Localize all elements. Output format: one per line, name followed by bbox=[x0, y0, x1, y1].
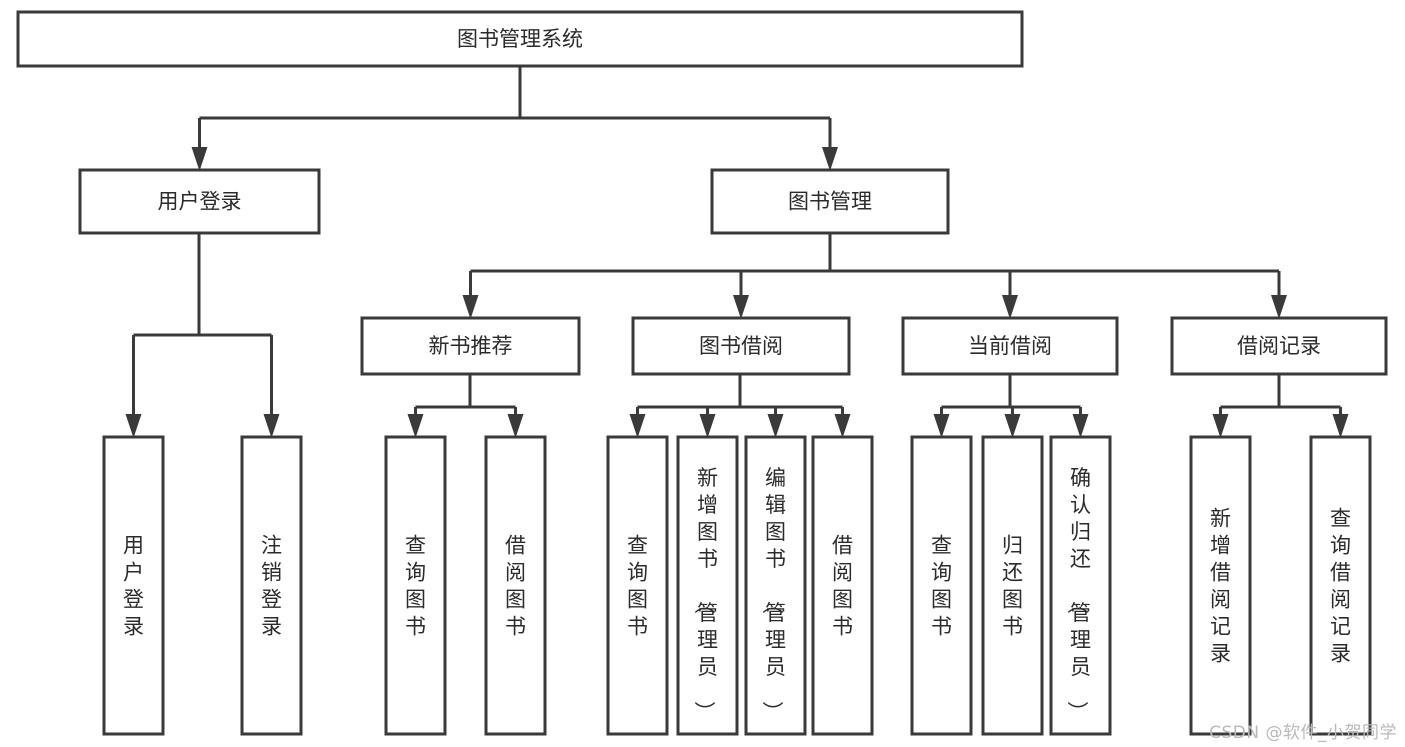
node-leaf-query-borrow-record[interactable]: 查询借阅记录 bbox=[1309, 435, 1372, 736]
node-box[interactable] bbox=[981, 435, 1044, 736]
node-box[interactable] bbox=[1309, 435, 1372, 736]
node-leaf-query-book-1[interactable]: 查询图书 bbox=[384, 435, 447, 736]
node-label: 查询借阅记录 bbox=[1330, 507, 1351, 666]
node-label: 当前借阅 bbox=[968, 334, 1052, 358]
node-leaf-user-login[interactable]: 用户登录 bbox=[102, 435, 165, 736]
connectors-layer bbox=[125, 66, 1349, 438]
node-leaf-query-book-3[interactable]: 查询图书 bbox=[910, 435, 973, 736]
arrow-head-icon bbox=[699, 414, 716, 438]
node-borrow-record[interactable]: 借阅记录 bbox=[1170, 316, 1388, 376]
node-label: 新书推荐 bbox=[429, 334, 513, 358]
arrow-head-icon bbox=[1002, 295, 1018, 319]
node-box[interactable] bbox=[606, 435, 669, 736]
arrow-head-icon bbox=[125, 414, 142, 438]
node-book-manage[interactable]: 图书管理 bbox=[710, 168, 950, 235]
node-box[interactable] bbox=[484, 435, 547, 736]
node-root[interactable]: 图书管理系统 bbox=[16, 10, 1024, 68]
node-user-login[interactable]: 用户登录 bbox=[78, 168, 321, 235]
node-leaf-edit-book-admin[interactable]: 编辑图书（管理员） bbox=[744, 435, 807, 736]
node-leaf-return-book[interactable]: 归还图书 bbox=[981, 435, 1044, 736]
arrow-head-icon bbox=[507, 414, 524, 438]
arrow-head-icon bbox=[629, 414, 646, 438]
arrow-head-icon bbox=[1004, 414, 1021, 438]
node-box[interactable] bbox=[901, 316, 1119, 376]
node-label: 确认归还（管理员） bbox=[1065, 466, 1091, 722]
node-box[interactable] bbox=[910, 435, 973, 736]
node-leaf-confirm-return-admin[interactable]: 确认归还（管理员） bbox=[1049, 435, 1112, 736]
node-label: 用户登录 bbox=[123, 534, 144, 639]
node-label: 借阅图书 bbox=[505, 534, 526, 639]
node-box[interactable] bbox=[1189, 435, 1252, 736]
node-box[interactable] bbox=[1049, 435, 1112, 736]
node-box[interactable] bbox=[102, 435, 165, 736]
node-book-borrow[interactable]: 图书借阅 bbox=[631, 316, 851, 376]
arrow-head-icon bbox=[1072, 414, 1089, 438]
connector-group-book-borrow bbox=[629, 374, 851, 438]
connector-group-current-borrow bbox=[933, 374, 1089, 438]
node-box[interactable] bbox=[811, 435, 874, 736]
node-label: 用户登录 bbox=[158, 190, 242, 214]
node-label: 新增图书（管理员） bbox=[692, 466, 718, 722]
arrow-head-icon bbox=[933, 414, 950, 438]
arrow-head-icon bbox=[733, 295, 749, 319]
node-label: 图书借阅 bbox=[699, 334, 783, 358]
node-label: 图书管理 bbox=[788, 190, 872, 214]
connector-group-user-login bbox=[125, 233, 280, 438]
node-label: 注销登录 bbox=[261, 534, 282, 639]
node-label: 查询图书 bbox=[931, 534, 952, 639]
node-label: 查询图书 bbox=[405, 534, 426, 639]
nodes-layer: 图书管理系统用户登录图书管理新书推荐图书借阅当前借阅借阅记录用户登录注销登录查询… bbox=[16, 10, 1388, 736]
arrow-head-icon bbox=[1271, 295, 1287, 319]
node-label: 编辑图书（管理员） bbox=[760, 466, 786, 722]
node-leaf-add-book-admin[interactable]: 新增图书（管理员） bbox=[676, 435, 739, 736]
connector-group-root bbox=[191, 66, 838, 171]
arrow-head-icon bbox=[462, 295, 479, 319]
node-label: 新增借阅记录 bbox=[1210, 507, 1231, 666]
arrow-head-icon bbox=[407, 414, 424, 438]
arrow-head-icon bbox=[1212, 414, 1229, 438]
node-box[interactable] bbox=[384, 435, 447, 736]
arrow-head-icon bbox=[767, 414, 784, 438]
node-new-book-rec[interactable]: 新书推荐 bbox=[360, 316, 581, 376]
node-box[interactable] bbox=[676, 435, 739, 736]
node-box[interactable] bbox=[360, 316, 581, 376]
node-leaf-borrow-book-2[interactable]: 借阅图书 bbox=[811, 435, 874, 736]
node-box[interactable] bbox=[78, 168, 321, 235]
node-label: 查询图书 bbox=[627, 534, 648, 639]
node-leaf-add-borrow-record[interactable]: 新增借阅记录 bbox=[1189, 435, 1252, 736]
connector-group-borrow-record bbox=[1212, 374, 1349, 438]
node-box[interactable] bbox=[631, 316, 851, 376]
connector-group-new-book-rec bbox=[407, 374, 524, 438]
arrow-head-icon bbox=[822, 147, 838, 171]
csdn-watermark: CSDN @软件_小贺同学 bbox=[1209, 723, 1397, 743]
node-box[interactable] bbox=[710, 168, 950, 235]
node-current-borrow[interactable]: 当前借阅 bbox=[901, 316, 1119, 376]
arrow-head-icon bbox=[834, 414, 851, 438]
arrow-head-icon bbox=[191, 147, 208, 171]
arrow-head-icon bbox=[1332, 414, 1349, 438]
node-leaf-borrow-book-1[interactable]: 借阅图书 bbox=[484, 435, 547, 736]
node-label: 归还图书 bbox=[1002, 534, 1023, 639]
node-label: 图书管理系统 bbox=[457, 27, 583, 51]
node-leaf-user-logout[interactable]: 注销登录 bbox=[240, 435, 303, 736]
connector-group-book-manage bbox=[462, 233, 1287, 319]
node-label: 借阅图书 bbox=[832, 534, 853, 639]
node-box[interactable] bbox=[240, 435, 303, 736]
node-leaf-query-book-2[interactable]: 查询图书 bbox=[606, 435, 669, 736]
arrow-head-icon bbox=[263, 414, 280, 438]
node-box[interactable] bbox=[744, 435, 807, 736]
node-box[interactable] bbox=[1170, 316, 1388, 376]
node-box[interactable] bbox=[16, 10, 1024, 68]
node-label: 借阅记录 bbox=[1237, 334, 1321, 358]
